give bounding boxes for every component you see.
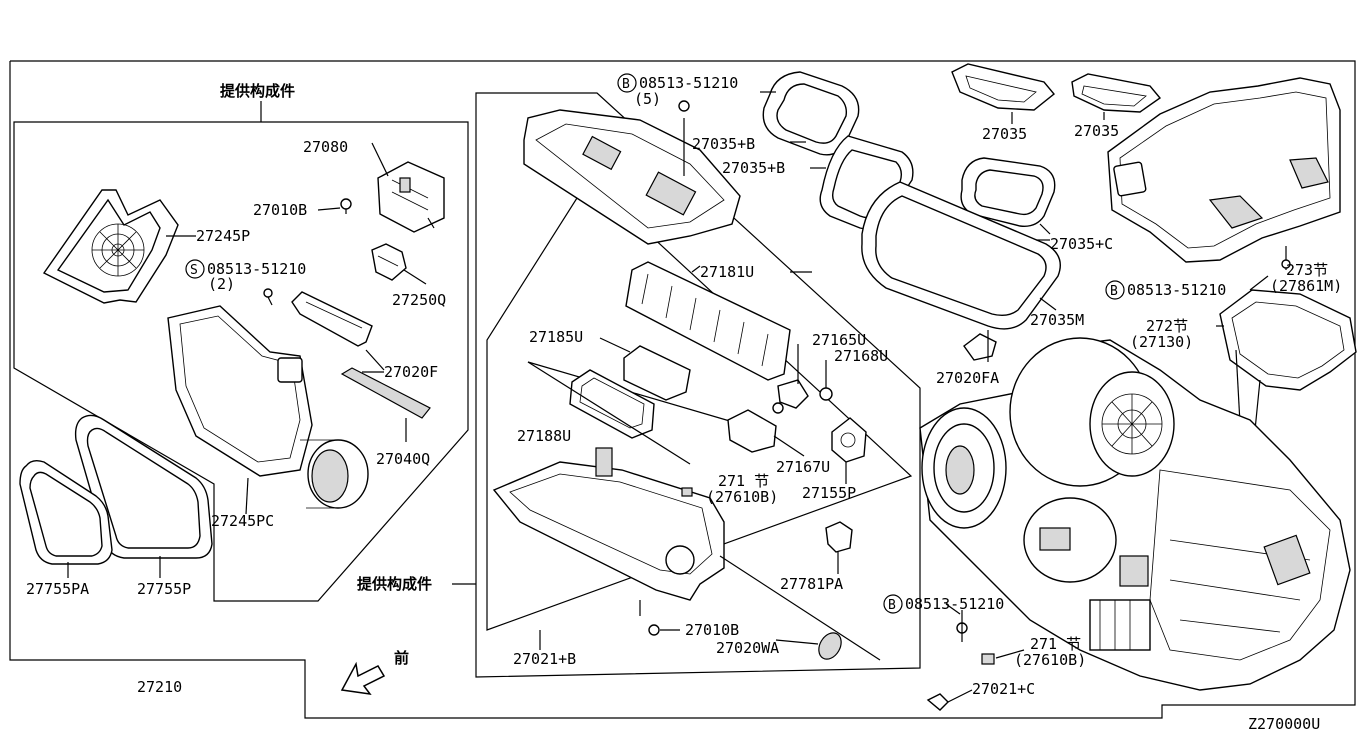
part-screw-left <box>263 288 273 306</box>
part-27755PA <box>19 459 113 578</box>
label-27168U: 27168U <box>834 347 888 365</box>
label-08513-left: 08513-51210 <box>207 260 306 278</box>
middle-supply-label: 提供构成件 <box>357 575 432 593</box>
part-27020FA <box>963 330 997 362</box>
part-27020F <box>291 291 385 371</box>
part-27168U <box>819 360 833 401</box>
circle-b-icon: B <box>883 594 903 614</box>
part-27181U <box>625 261 791 381</box>
diagram-id: Z270000U <box>1248 715 1320 733</box>
label-27020FA: 27020FA <box>936 369 999 387</box>
label-27020WA: 27020WA <box>716 639 779 657</box>
label-27010B-bottom: 27010B <box>685 621 739 639</box>
part-27165U <box>772 344 809 414</box>
part-labels: 27080 27010B 27245P S 08513-51210 (2) 27… <box>26 73 1342 733</box>
label-27185U: 27185U <box>529 328 583 346</box>
label-27781PA: 27781PA <box>780 575 843 593</box>
front-arrow-icon: 前 <box>340 649 409 695</box>
part-27035M <box>861 181 1061 330</box>
part-27040Q <box>340 367 431 442</box>
label-27610B-bottom: (27610B) <box>1014 651 1086 669</box>
label-27035-1: 27035 <box>982 125 1027 143</box>
label-27021B: 27021+B <box>513 650 576 668</box>
leader-lines <box>166 91 1269 659</box>
label-08513-right: 08513-51210 <box>1127 281 1226 299</box>
part-27035-1 <box>951 63 1055 124</box>
label-27210: 27210 <box>137 678 182 696</box>
label-27035B-1: 27035+B <box>692 135 755 153</box>
svg-text:B: B <box>888 598 896 613</box>
label-08513-top-qty: (5) <box>634 90 661 108</box>
label-27035-2: 27035 <box>1074 122 1119 140</box>
label-27035M: 27035M <box>1030 311 1084 329</box>
label-27245P: 27245P <box>196 227 250 245</box>
part-27245P <box>42 189 179 304</box>
part-27245PC <box>167 305 369 509</box>
label-27130: (27130) <box>1130 333 1193 351</box>
label-08513-left-qty: (2) <box>208 275 235 293</box>
part-27035-2 <box>1071 73 1162 120</box>
left-supply-group: 提供构成件 <box>13 82 469 602</box>
label-271-bottom: 271 节 <box>1030 635 1081 653</box>
part-heater-upper-unit <box>1107 77 1341 270</box>
label-27167U: 27167U <box>776 458 830 476</box>
front-label: 前 <box>394 649 409 667</box>
part-27755P <box>74 414 213 578</box>
label-271-mid: 271 节 <box>718 472 769 490</box>
label-27245PC: 27245PC <box>211 512 274 530</box>
label-272: 272节 <box>1146 317 1188 335</box>
label-27250Q: 27250Q <box>392 291 446 309</box>
label-27040Q: 27040Q <box>376 450 430 468</box>
part-upper-case <box>523 100 741 245</box>
part-27130 <box>1219 289 1357 461</box>
label-27080: 27080 <box>303 138 348 156</box>
part-lower-case <box>492 447 881 661</box>
part-27080 <box>371 142 445 233</box>
svg-text:B: B <box>1110 284 1118 299</box>
circle-b-icon: B <box>617 73 637 93</box>
part-27035C <box>960 157 1056 235</box>
label-27610B-mid: (27610B) <box>706 488 778 506</box>
label-27755PA: 27755PA <box>26 580 89 598</box>
left-supply-label: 提供构成件 <box>220 82 295 100</box>
label-27010B-top: 27010B <box>253 201 307 219</box>
label-273: 273节 <box>1286 261 1328 279</box>
label-27020F: 27020F <box>384 363 438 381</box>
part-27035B-1 <box>762 71 860 156</box>
label-08513-top: 08513-51210 <box>639 74 738 92</box>
part-271-clip-bottom <box>981 653 995 665</box>
part-27250Q <box>371 243 427 285</box>
label-27188U: 27188U <box>517 427 571 445</box>
part-27188U <box>527 361 691 465</box>
part-27167U <box>727 409 805 457</box>
circle-b-icon: B <box>1105 280 1125 300</box>
part-main-heater-assembly <box>919 337 1351 691</box>
label-27035C: 27035+C <box>1050 235 1113 253</box>
label-27755P: 27755P <box>137 580 191 598</box>
part-27010B-top <box>340 198 352 214</box>
label-27861M: (27861M) <box>1270 277 1342 295</box>
part-screw-bottom <box>956 610 968 642</box>
svg-text:B: B <box>622 77 630 92</box>
assembly-outline <box>9 60 1356 719</box>
part-27020WA <box>818 632 842 660</box>
part-27781PA <box>825 521 853 574</box>
part-27155P <box>831 417 867 484</box>
label-27165U: 27165U <box>812 331 866 349</box>
label-08513-bottom: 08513-51210 <box>905 595 1004 613</box>
label-27155P: 27155P <box>802 484 856 502</box>
part-27010B-bottom <box>648 624 680 636</box>
svg-text:S: S <box>190 263 198 278</box>
label-27181U: 27181U <box>700 263 754 281</box>
part-271-clip-mid <box>681 487 693 497</box>
part-27021C <box>926 689 973 711</box>
label-27035B-2: 27035+B <box>722 159 785 177</box>
circle-s-icon: S <box>185 259 205 279</box>
label-27021C: 27021+C <box>972 680 1035 698</box>
